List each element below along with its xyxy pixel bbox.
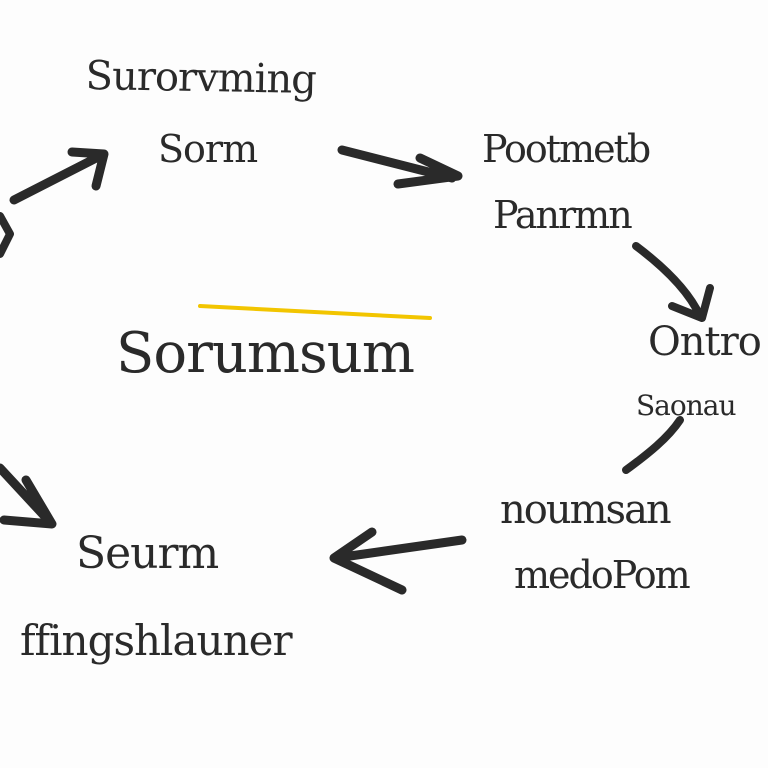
highlight-underline — [198, 304, 432, 320]
label-far-right-2: Saonau — [636, 389, 736, 422]
label-right-1: Pootmetb — [482, 127, 651, 171]
label-bottom-right-1: noumsan — [500, 487, 672, 533]
label-top-1: Surorvming — [85, 53, 317, 104]
arrow-top-to-right — [337, 145, 463, 189]
label-bottom-left-2: ffingshlauner — [20, 616, 293, 665]
arrow-left-to-bottom-left — [0, 463, 57, 529]
arrow-bottom-right-to-bottom-left — [329, 527, 467, 595]
label-far-right-1: Ontro — [648, 319, 762, 365]
arrow-fragment-left-edge — [0, 212, 14, 258]
arrow-right-to-far-right — [632, 242, 714, 322]
arrow-left-to-top — [9, 147, 109, 205]
label-bottom-left-1: Seurm — [76, 528, 219, 579]
label-bottom-right-2: medoPom — [514, 553, 691, 597]
label-center: Sorumsum — [116, 321, 415, 386]
label-right-2: Panrmn — [493, 193, 633, 237]
label-top-2: Sorm — [158, 127, 258, 171]
arrow-far-right-to-bottom-right — [622, 416, 684, 474]
